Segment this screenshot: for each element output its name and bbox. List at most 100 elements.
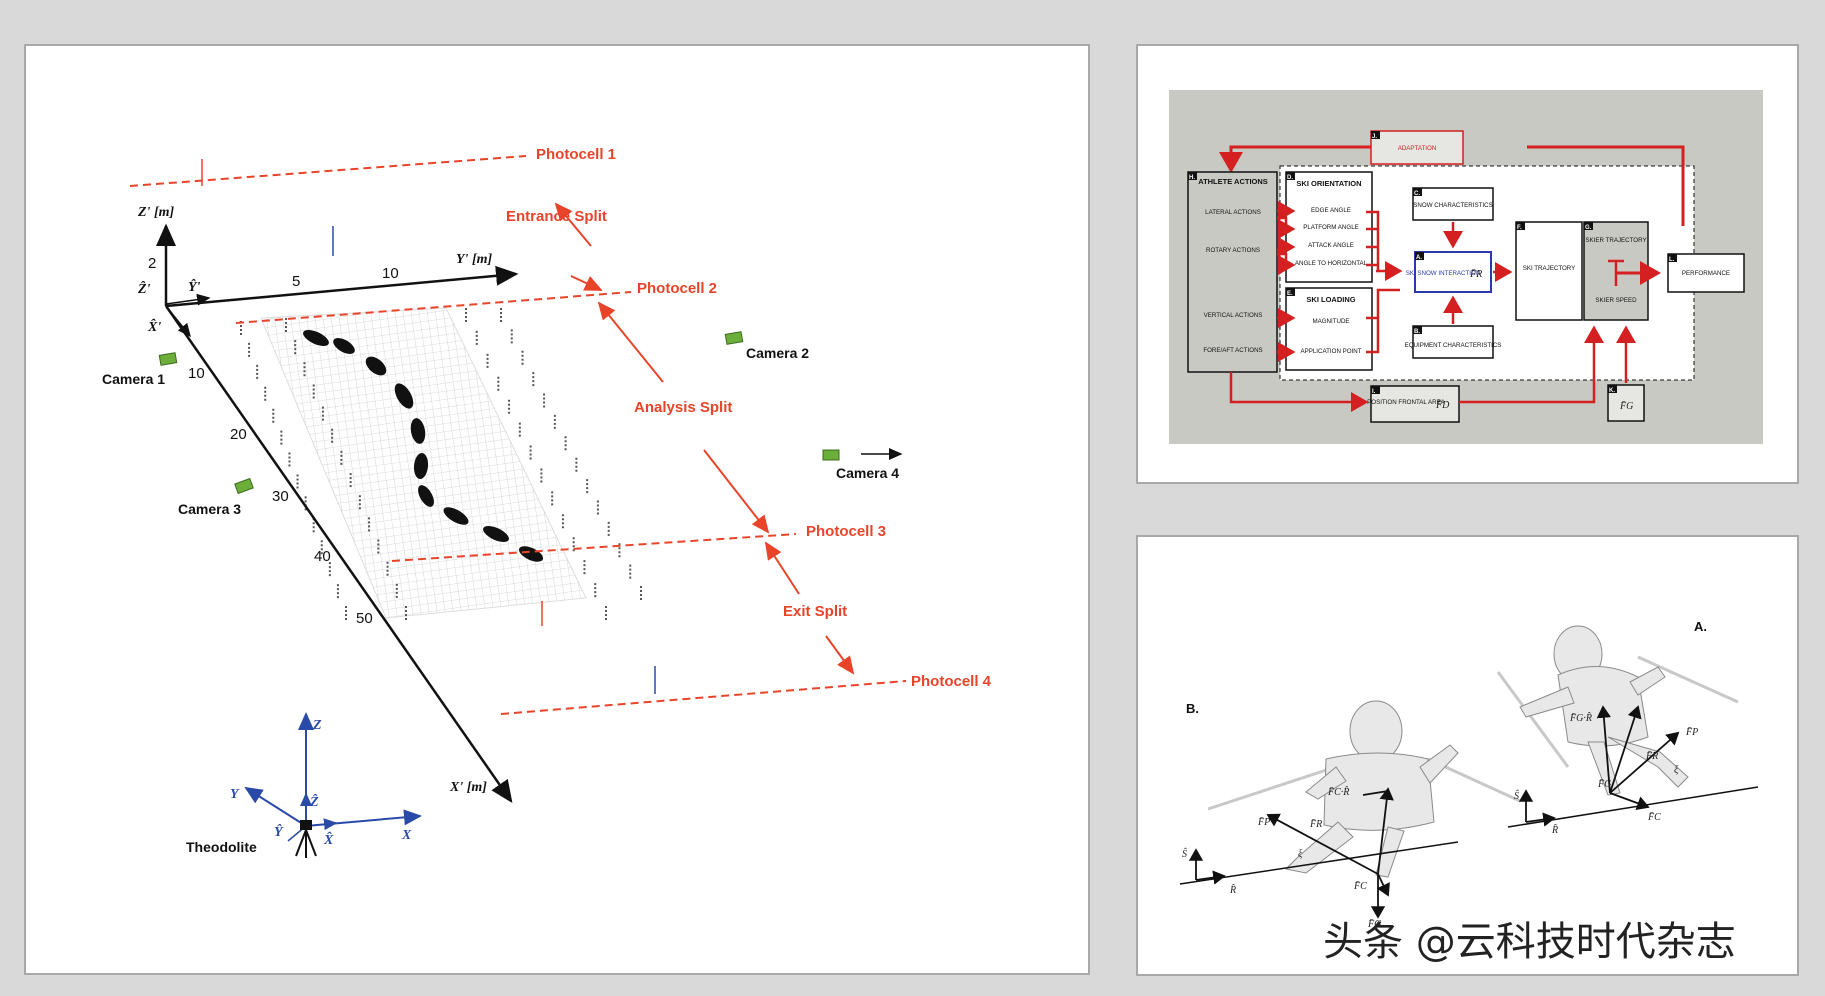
exit-split-label: Exit Split (783, 603, 847, 620)
svg-text:ADAPTATION: ADAPTATION (1398, 145, 1437, 152)
y-axis-label: Y' [m] (456, 252, 492, 267)
svg-text:K.: K. (1609, 388, 1615, 394)
camera-4-icon (822, 449, 840, 461)
svg-text:APPLICATION POINT: APPLICATION POINT (1300, 348, 1361, 355)
svg-text:G.: G. (1585, 225, 1592, 231)
x-tick-20: 20 (230, 426, 247, 443)
y-hat-label: Ŷ' (188, 278, 201, 295)
performance-box (1667, 253, 1745, 293)
flow-svg: J. ADAPTATION H. ATHLETE ACTIONS LATERAL… (1169, 90, 1763, 444)
svg-text:SKIER SPEED: SKIER SPEED (1595, 297, 1637, 304)
svg-text:SKIER TRAJECTORY: SKIER TRAJECTORY (1585, 237, 1646, 244)
label-b: B. (1186, 701, 1199, 716)
svg-text:F̄P: F̄P (1685, 726, 1698, 738)
label-a: A. (1694, 619, 1707, 634)
ski-trajectory-box (1515, 221, 1583, 321)
svg-text:H.: H. (1189, 175, 1195, 181)
svg-text:F̄G: F̄G (1619, 400, 1633, 412)
analysis-split-label: Analysis Split (634, 399, 732, 416)
camera-3-icon (234, 477, 254, 495)
watermark: 头条 @云科技时代杂志 (1323, 919, 1736, 965)
svg-text:R̂: R̂ (1229, 883, 1236, 896)
svg-text:POSITION FRONTAL AREA: POSITION FRONTAL AREA (1367, 399, 1446, 406)
svg-text:C.: C. (1414, 191, 1420, 197)
skier-force-svg: A. B. F̄C·R̂ F̄P F̄R ξ F̄ (1179, 619, 1759, 965)
theodolite-label: Theodolite (186, 839, 257, 855)
ski-orientation-box (1285, 171, 1373, 283)
svg-text:PERFORMANCE: PERFORMANCE (1682, 270, 1730, 277)
photocell-4-label: Photocell 4 (911, 673, 992, 690)
svg-text:A.: A. (1416, 255, 1422, 261)
svg-text:F̄C: F̄C (1353, 880, 1367, 892)
svg-text:Ŷ: Ŷ (274, 823, 284, 840)
y-tick-5: 5 (292, 273, 300, 290)
svg-text:F̄R: F̄R (1469, 268, 1482, 280)
svg-text:E.: E. (1287, 291, 1293, 297)
svg-text:EDGE ANGLE: EDGE ANGLE (1311, 207, 1351, 214)
svg-text:X: X (401, 828, 412, 843)
svg-text:LATERAL ACTIONS: LATERAL ACTIONS (1205, 209, 1261, 216)
x-hat-label: X̂' (147, 318, 161, 335)
camera-2-label: Camera 2 (746, 345, 809, 361)
adaptation-box (1370, 130, 1464, 165)
x-tick-40: 40 (314, 548, 331, 565)
svg-text:ANGLE TO HORIZONTAL: ANGLE TO HORIZONTAL (1295, 260, 1368, 267)
svg-text:SKI TRAJECTORY: SKI TRAJECTORY (1523, 265, 1576, 272)
ski-course-diagram: Photocell 1 Photocell 2 Photocell 3 Phot… (24, 44, 1090, 975)
svg-text:ROTARY ACTIONS: ROTARY ACTIONS (1206, 247, 1260, 254)
svg-text:PLATFORM ANGLE: PLATFORM ANGLE (1303, 224, 1359, 231)
svg-text:VERTICAL ACTIONS: VERTICAL ACTIONS (1204, 312, 1263, 319)
svg-text:MAGNITUDE: MAGNITUDE (1312, 318, 1349, 325)
camera-1-label: Camera 1 (102, 371, 165, 387)
x-tick-30: 30 (272, 488, 289, 505)
gravity-box (1607, 384, 1645, 422)
svg-text:F̄D: F̄D (1435, 399, 1450, 411)
position-frontal-area-box (1370, 385, 1460, 423)
svg-text:F̄C·R̂: F̄C·R̂ (1327, 785, 1349, 798)
svg-text:Z: Z (312, 718, 322, 733)
svg-text:Ŝ: Ŝ (1182, 848, 1187, 860)
svg-text:J.: J. (1372, 134, 1377, 140)
svg-text:ATHLETE ACTIONS: ATHLETE ACTIONS (1198, 177, 1268, 186)
photocell-2-label: Photocell 2 (637, 280, 717, 297)
z-hat-label: Ẑ' (137, 280, 151, 297)
entrance-split-label: Entrance Split (506, 208, 607, 225)
theodolite-axes: Z Ẑ Y Ŷ X̂ X (230, 712, 422, 858)
skier-sequence (303, 329, 544, 562)
svg-text:SNOW CHARACTERISTICS: SNOW CHARACTERISTICS (1413, 202, 1492, 209)
svg-text:FORE/AFT ACTIONS: FORE/AFT ACTIONS (1203, 347, 1262, 354)
svg-text:Ẑ: Ẑ (309, 793, 319, 810)
svg-text:F.: F. (1517, 225, 1522, 231)
ski-flow-diagram: J. ADAPTATION H. ATHLETE ACTIONS LATERAL… (1136, 44, 1799, 484)
camera-2-icon (724, 331, 744, 345)
y-tick-10: 10 (382, 265, 399, 282)
svg-text:F̄G: F̄G (1367, 918, 1381, 930)
x-tick-50: 50 (356, 610, 373, 627)
x-tick-10: 10 (188, 365, 205, 382)
svg-text:F̄G: F̄G (1597, 778, 1611, 790)
ski-course-svg: Photocell 1 Photocell 2 Photocell 3 Phot… (102, 146, 992, 858)
svg-text:EQUIPMENT CHARACTERISTICS: EQUIPMENT CHARACTERISTICS (1405, 342, 1502, 349)
svg-text:SKI LOADING: SKI LOADING (1306, 295, 1355, 304)
svg-text:ATTACK ANGLE: ATTACK ANGLE (1308, 242, 1354, 249)
athlete-actions-box (1187, 171, 1278, 373)
svg-text:B.: B. (1414, 329, 1420, 335)
svg-text:F̄G·R̂: F̄G·R̂ (1569, 711, 1592, 724)
snow-characteristics-box (1412, 187, 1494, 221)
svg-text:D.: D. (1287, 175, 1293, 181)
svg-text:F̄P: F̄P (1257, 816, 1270, 828)
photocell-3-label: Photocell 3 (806, 523, 886, 540)
svg-text:R̂: R̂ (1551, 823, 1558, 836)
svg-text:X̂: X̂ (323, 831, 334, 848)
photocell-1-label: Photocell 1 (536, 146, 616, 163)
camera-4-label: Camera 4 (836, 465, 899, 481)
z-axis-label: Z' [m] (137, 205, 174, 220)
svg-text:F̄R: F̄R (1309, 818, 1322, 830)
skier-force-figure: A. B. F̄C·R̂ F̄P F̄R ξ F̄ (1136, 535, 1799, 976)
z-tick: 2 (148, 255, 156, 272)
svg-text:SKI SNOW INTERACTION: SKI SNOW INTERACTION (1406, 270, 1481, 277)
ski-snow-interaction-box (1414, 251, 1492, 293)
skier-b (1207, 700, 1521, 878)
svg-text:SKI ORIENTATION: SKI ORIENTATION (1296, 179, 1361, 188)
svg-text:F̄C: F̄C (1647, 811, 1661, 823)
